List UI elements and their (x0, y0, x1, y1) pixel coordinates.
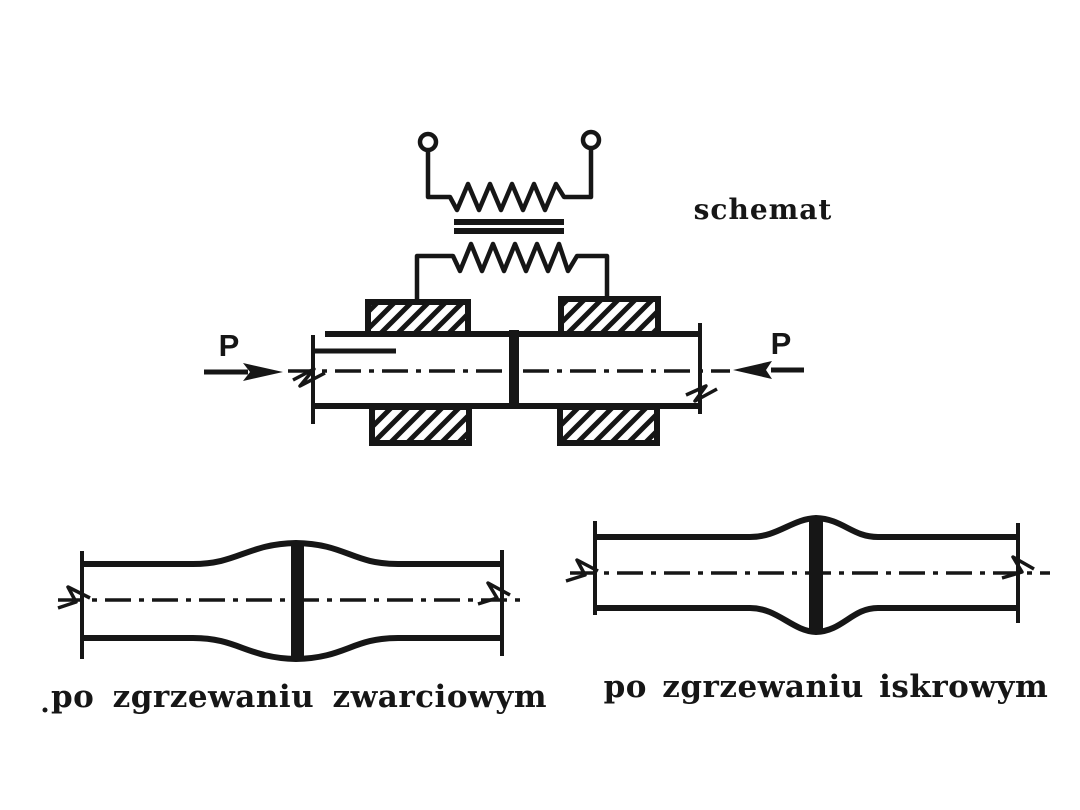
terminal-left-icon (417, 131, 439, 153)
terminal-right-icon (580, 129, 602, 151)
weld-joint-line (809, 516, 823, 634)
force-label-right: P (771, 326, 792, 361)
break-mark-left (292, 367, 326, 388)
flash-weld-result-figure (565, 514, 1050, 636)
primary-coil (425, 148, 594, 213)
bar-top-edge-flashed (596, 514, 1017, 540)
force-arrow-right-head (733, 361, 772, 379)
break-mark-right (477, 581, 511, 606)
schemat-label: schemat (694, 193, 833, 226)
clamp-bottom-left (369, 404, 472, 446)
clamp-bottom-right (557, 404, 660, 446)
scan-speck (42, 707, 48, 713)
caption-right: po zgrzewaniu iskrowym (604, 669, 1049, 705)
transformer-schematic (414, 129, 610, 303)
weld-joint-line (509, 330, 519, 408)
break-mark-left (57, 585, 91, 610)
secondary-coil (414, 241, 610, 303)
force-label-left: P (219, 328, 240, 363)
break-mark-left (565, 558, 599, 583)
core-bar-upper (454, 219, 564, 225)
upset-weld-result-figure (57, 539, 524, 663)
clamp-top-right (558, 296, 661, 337)
break-mark-right (685, 384, 718, 403)
caption-left: po zgrzewaniu zwarciowym (51, 679, 547, 715)
force-arrow-left-head (243, 363, 283, 381)
core-bar-lower (454, 228, 564, 234)
clamped-bars-figure (204, 296, 804, 446)
clamp-top-left (365, 299, 471, 337)
break-mark-right (1001, 555, 1035, 580)
bar-bottom-edge-flashed (596, 605, 1017, 636)
